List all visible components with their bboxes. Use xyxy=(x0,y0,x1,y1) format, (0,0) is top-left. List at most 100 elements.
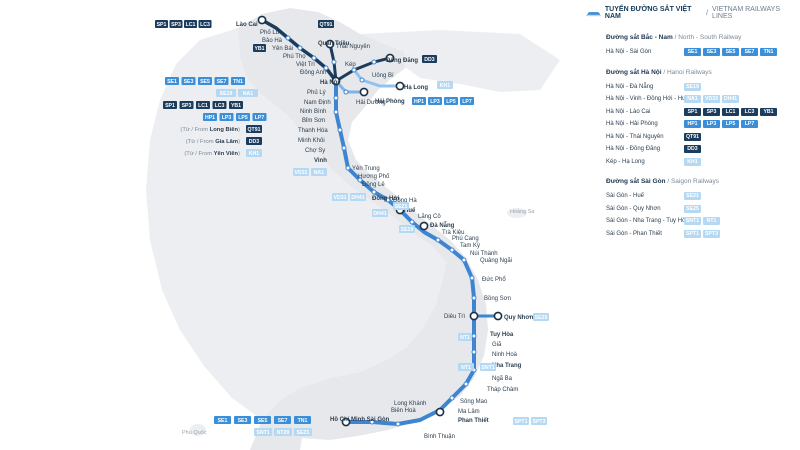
train-code-badge xyxy=(165,77,179,85)
train-code-text: SE1 xyxy=(167,79,177,85)
station-label: Lăng Cô xyxy=(418,214,441,220)
station-label: Phan Thiết xyxy=(458,417,489,424)
train-code-badge xyxy=(311,168,327,176)
train-code-badge: TN1 xyxy=(760,48,777,57)
train-code-badge: LC1 xyxy=(722,107,739,116)
legend-section-heading: Đường sắt Hà Nội / Hanoi Railways xyxy=(606,68,712,76)
train-code-text: SNT1 xyxy=(481,365,494,371)
station-dot xyxy=(323,65,329,71)
train-code-text: SE7 xyxy=(217,79,227,85)
station-label: Núi Thành xyxy=(470,251,498,257)
station-label: Giã xyxy=(492,342,502,348)
station-dot xyxy=(471,333,477,339)
legend-route-name: Hà Nội - Đà Nẵng xyxy=(606,83,654,90)
train-code-badge xyxy=(253,44,266,52)
station-label: Việt Trì xyxy=(296,62,315,68)
train-code-text: SE7 xyxy=(278,418,288,424)
train-code-text: QT91 xyxy=(248,127,261,133)
train-code-text: SP3 xyxy=(171,22,181,28)
train-code-badge xyxy=(274,416,291,424)
station-label: Bỉm Sơn xyxy=(302,117,325,124)
train-code-badge: QT91 xyxy=(684,132,701,141)
major-station-marker xyxy=(395,81,405,91)
station-dot xyxy=(371,59,377,65)
station-label: Yên Trung xyxy=(352,166,380,172)
train-code-text: LC1 xyxy=(198,103,208,109)
station-label: Đà Nẵng xyxy=(430,222,455,229)
major-station-marker xyxy=(385,53,395,63)
train-code-text: LC3 xyxy=(215,103,225,109)
train-code-badge xyxy=(332,193,348,201)
train-code-badge: SPT1 xyxy=(684,229,701,238)
train-code-badge xyxy=(196,101,210,109)
station-label: Quán Triều xyxy=(318,41,350,47)
major-station-marker xyxy=(419,221,429,231)
station-label: Phú Cang xyxy=(452,236,479,242)
train-code-badge xyxy=(412,97,426,105)
train-code-badge xyxy=(212,101,227,109)
station-label: Phủ Lý xyxy=(307,89,326,96)
station-label: Lào Cai xyxy=(236,22,258,28)
legend-route-name: Hà Nội - Hải Phòng xyxy=(606,121,658,128)
station-label: Hải Dương xyxy=(356,100,386,106)
legend-section-heading: Đường sắt Bắc - Nam / North - South Rail… xyxy=(606,34,742,41)
train-code-text: YB1 xyxy=(254,46,264,52)
station-dot xyxy=(337,127,343,133)
train-code-text: LC1 xyxy=(186,22,196,28)
station-label: Bình Thuận xyxy=(424,434,455,440)
train-code-badge: SE3 xyxy=(703,48,720,57)
train-code-text: LP3 xyxy=(222,115,232,121)
train-code-text: SE19 xyxy=(220,91,233,97)
train-code-text: HP1 xyxy=(205,115,215,121)
train-code-text: DD3 xyxy=(424,57,434,63)
station-dot xyxy=(285,35,291,41)
train-code-badge xyxy=(179,101,194,109)
train-icon xyxy=(586,11,601,16)
train-code-badge: SE1 xyxy=(684,48,701,57)
vietnam-landmass xyxy=(238,8,488,450)
train-code-badge: SE5 xyxy=(722,48,739,57)
north-south-railway-line xyxy=(334,79,476,426)
station-label: Hương Phố xyxy=(358,174,390,180)
train-code-badge: SE25 xyxy=(684,204,701,213)
legend-section: Đường sắt Hà Nội / Hanoi Railways Hà Nội … xyxy=(606,69,796,169)
from-station-label: (Từ / From Gia Lâm) xyxy=(186,139,240,145)
station-label: Thái Nguyên xyxy=(336,44,370,50)
train-code-badge xyxy=(294,416,311,424)
train-code-badge xyxy=(444,97,458,105)
station-dot xyxy=(357,177,363,183)
train-code-badge xyxy=(198,20,212,28)
station-dot xyxy=(463,381,469,387)
station-label: Thanh Hóa xyxy=(298,128,328,134)
station-dot xyxy=(449,247,455,253)
train-code-badge xyxy=(533,313,549,321)
station-label: Đông Hà xyxy=(393,198,417,204)
station-dot xyxy=(435,237,441,243)
train-code-text: NA1 xyxy=(243,91,253,97)
train-code-text: SPT3 xyxy=(533,419,546,425)
hoang-sa-island xyxy=(507,208,527,218)
train-code-badge xyxy=(274,428,292,436)
legend-route-name: Hà Nội - Thái Nguyên xyxy=(606,133,664,140)
train-code-badge xyxy=(513,417,529,425)
train-code-text: KH1 xyxy=(249,151,259,157)
legend-route-name: Sài Gòn - Quy Nhơn xyxy=(606,205,661,212)
station-label: Quảng Ngãi xyxy=(480,258,512,264)
train-code-badge xyxy=(458,363,474,371)
train-code-text: SE1 xyxy=(218,418,228,424)
major-station-marker xyxy=(341,417,351,427)
island-label: Hoàng Sa xyxy=(510,209,535,215)
train-code-text: LP5 xyxy=(238,115,248,121)
train-code-text: DH41 xyxy=(373,211,386,217)
legend-sections: Đường sắt Bắc - Nam / North - South Rail… xyxy=(586,34,796,240)
train-code-text: SP3 xyxy=(182,103,192,109)
station-dot xyxy=(369,419,375,425)
station-label: Long Khánh xyxy=(394,401,426,407)
station-label: Ma Lâm xyxy=(458,409,480,415)
train-code-badge xyxy=(252,113,267,121)
station-dot xyxy=(333,95,339,101)
